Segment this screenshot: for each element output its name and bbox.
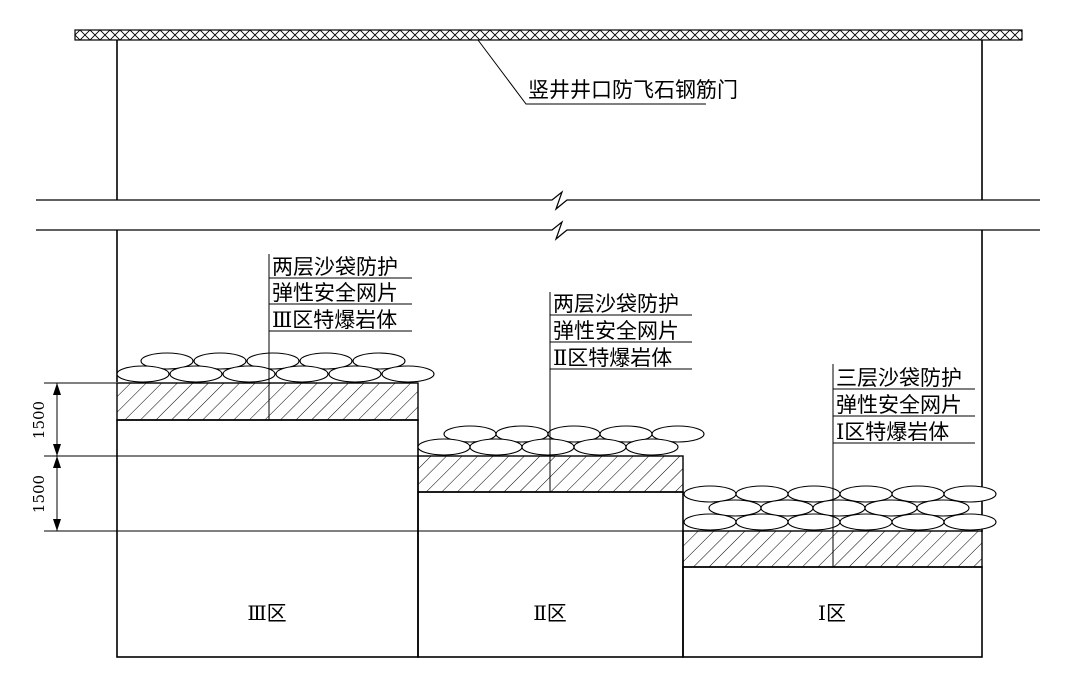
zone-1-sandbag [735, 513, 789, 531]
zone-3-sandbag [169, 365, 223, 383]
callout-1-line-3: Ⅰ区特爆岩体 [836, 420, 949, 444]
zone-2-sandbag [651, 425, 705, 443]
zone-3-label: Ⅲ区 [247, 601, 286, 625]
zone-1-sandbag [683, 485, 737, 503]
zone-2-sandbag [417, 438, 471, 456]
callout-3-line-1: 两层沙袋防护 [272, 255, 398, 279]
door-leader-line [477, 39, 706, 105]
zone-1-sandbag [864, 499, 918, 517]
zone-1-sandbag [943, 513, 997, 531]
zone-3-sandbag [299, 352, 353, 370]
zone-3-sandbag [352, 352, 406, 370]
zone-1-sandbag [916, 499, 970, 517]
callout-2-line-3: Ⅱ区特爆岩体 [553, 346, 672, 370]
zone-3-sandbag [328, 365, 382, 383]
zone-3-sandbag [381, 365, 435, 383]
zone-3-sandbag [140, 352, 194, 370]
break-line-upper [36, 190, 1040, 211]
door-label: 竖井井口防飞石钢筋门 [528, 78, 738, 102]
zone-1-sandbag [708, 499, 762, 517]
zone-3-sandbag [222, 365, 276, 383]
callout-1-line-1: 三层沙袋防护 [836, 366, 962, 390]
zone-1-sandbag [760, 499, 814, 517]
callout-1-line-2: 弹性安全网片 [836, 393, 962, 417]
callout-3-line-3: Ⅲ区特爆岩体 [272, 308, 397, 332]
zone-1-sandbag [787, 513, 841, 531]
zone-1-sandbag [943, 485, 997, 503]
zone-2-sandbag [625, 438, 679, 456]
zone-2-label: Ⅱ区 [533, 601, 567, 625]
dimension-lower: 1500 [30, 475, 48, 513]
callout-3-line-2: 弹性安全网片 [272, 281, 398, 305]
zone-3-sandbag [193, 352, 247, 370]
dimension-upper: 1500 [30, 401, 48, 439]
zone-1-sandbag [891, 513, 945, 531]
zone-3-sandbag [246, 352, 300, 370]
zone-3-hatched-layer [116, 382, 419, 421]
zone-3-sandbag [116, 365, 170, 383]
dimension-arrows [53, 383, 61, 531]
zone-1-sandbag [787, 485, 841, 503]
sandbag-layers [116, 352, 997, 531]
zone-2-sandbag [573, 438, 627, 456]
zone-1-sandbag [839, 485, 893, 503]
callout-2-line-2: 弹性安全网片 [553, 319, 679, 343]
zone-1-sandbag [812, 499, 866, 517]
zone-2-rock-block [417, 491, 684, 658]
callout-2-line-1: 两层沙袋防护 [553, 292, 679, 316]
zone-2-sandbag [521, 438, 575, 456]
zone-1-sandbag [683, 513, 737, 531]
steel-door-plate [74, 29, 1023, 41]
zone-1-sandbag [839, 513, 893, 531]
zone-1-sandbag [891, 485, 945, 503]
zone-3-sandbag [275, 365, 329, 383]
zone-1-sandbag [735, 485, 789, 503]
break-line-lower [36, 220, 1040, 241]
zone-2-sandbag [469, 438, 523, 456]
zone-1-label: Ⅰ区 [818, 601, 846, 625]
